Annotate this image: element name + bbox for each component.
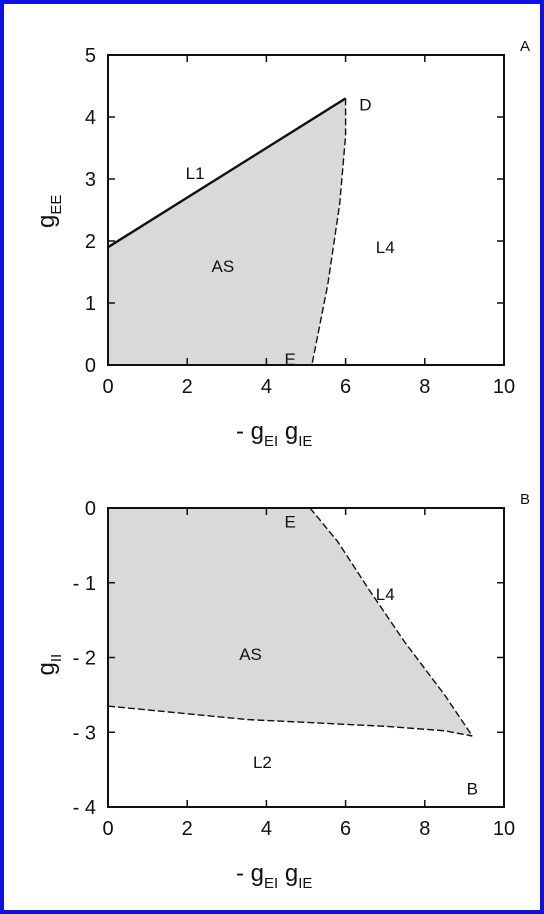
panel-a-xtick-label: 2 bbox=[182, 376, 193, 398]
panel-a-xlabel-mid: g bbox=[278, 418, 298, 445]
panel-b-curves bbox=[107, 507, 473, 737]
panel-a-curve-l1 bbox=[107, 97, 347, 249]
panel-b-ytick-label: 0 bbox=[85, 498, 96, 520]
panel-a-xlabel-prefix: - g bbox=[236, 418, 264, 445]
panel-a-xtick-label: 4 bbox=[261, 376, 272, 398]
panel-b-xtick-label: 2 bbox=[182, 818, 193, 840]
panel-b-ytick-label: - 4 bbox=[73, 797, 96, 819]
panel-b-ylabel-main: g bbox=[33, 662, 60, 675]
panel-b-xlabel-sub2: IE bbox=[298, 875, 312, 892]
panel-b-stable-region bbox=[108, 508, 473, 736]
panel-a-xlabel: - gEI gIE bbox=[236, 418, 312, 450]
panel-a-annotation-l1: L1 bbox=[186, 164, 205, 183]
panel-b-xtick-label: 4 bbox=[261, 818, 272, 840]
panel-b-annotation-b: B bbox=[467, 779, 478, 798]
panel-b-ytick-label: - 2 bbox=[73, 648, 96, 670]
panel-b-xtick-label: 10 bbox=[493, 818, 515, 840]
panel-a-ytick-label: 5 bbox=[85, 45, 96, 67]
panel-b-annotation-l2: L2 bbox=[253, 753, 272, 772]
panel-a-ylabel: gEE bbox=[33, 195, 65, 228]
panel-a-xlabel-sub2: IE bbox=[298, 433, 312, 450]
panel-a-xtick-label: 0 bbox=[102, 376, 113, 398]
panel-b-xlabel: - gEI gIE bbox=[236, 860, 312, 892]
panel-a-xtick-label: 10 bbox=[493, 376, 515, 398]
panel-b-ytick-label: - 1 bbox=[73, 573, 96, 595]
panel-b-ylabel-sub: II bbox=[48, 654, 65, 662]
panel-a-ylabel-main: g bbox=[33, 215, 60, 228]
panel-a-annotation-d: D bbox=[359, 96, 371, 115]
panel-a-annotation-as: AS bbox=[211, 257, 234, 276]
panel-b-annotation-l4: L4 bbox=[376, 585, 395, 604]
panel-b-ticks: 0 2 4 6 8 10 0 - 1 - 2 - 3 - 4 bbox=[73, 498, 515, 840]
panel-b-xtick-label: 0 bbox=[102, 818, 113, 840]
panel-a-stable-region bbox=[108, 98, 346, 366]
panel-b-xtick-label: 6 bbox=[340, 818, 351, 840]
panel-a-xtick-label: 8 bbox=[419, 376, 430, 398]
panel-a-xtick-label: 6 bbox=[340, 376, 351, 398]
panel-a-annotation-l4: L4 bbox=[376, 238, 395, 257]
panel-a-curves bbox=[107, 97, 347, 366]
panel-b-curve-l4 bbox=[309, 507, 473, 737]
panel-b-ytick-label: - 3 bbox=[73, 722, 96, 744]
panel-b-xlabel-sub1: EI bbox=[264, 875, 278, 892]
panel-a-xlabel-sub1: EI bbox=[264, 433, 278, 450]
panel-a-ytick-label: 2 bbox=[85, 231, 96, 253]
panel-a-annotation-e: E bbox=[284, 350, 295, 369]
panel-a-ytick-label: 0 bbox=[85, 355, 96, 377]
panel-a-ytick-label: 1 bbox=[85, 293, 96, 315]
panel-b-label: B bbox=[520, 491, 530, 508]
panel-a-ticks: 0 2 4 6 8 10 0 1 2 3 4 5 bbox=[85, 45, 515, 398]
panel-a-ytick-label: 3 bbox=[85, 169, 96, 191]
panel-b-annotation-e: E bbox=[284, 512, 295, 531]
panel-a-ytick-label: 4 bbox=[85, 107, 96, 129]
panel-a-ylabel-sub: EE bbox=[48, 195, 65, 215]
panel-b-annotation-as: AS bbox=[239, 645, 262, 664]
panel-b-curve-l2 bbox=[107, 705, 473, 737]
panel-b-xtick-label: 8 bbox=[419, 818, 430, 840]
panel-b-xlabel-mid: g bbox=[278, 860, 298, 887]
panel-a-plot-frame bbox=[107, 54, 505, 366]
panel-a-label: A bbox=[520, 38, 530, 55]
panel-b-ylabel: gII bbox=[33, 654, 65, 676]
panel-a-curve-l4 bbox=[311, 98, 347, 366]
panel-b-xlabel-prefix: - g bbox=[236, 860, 264, 887]
